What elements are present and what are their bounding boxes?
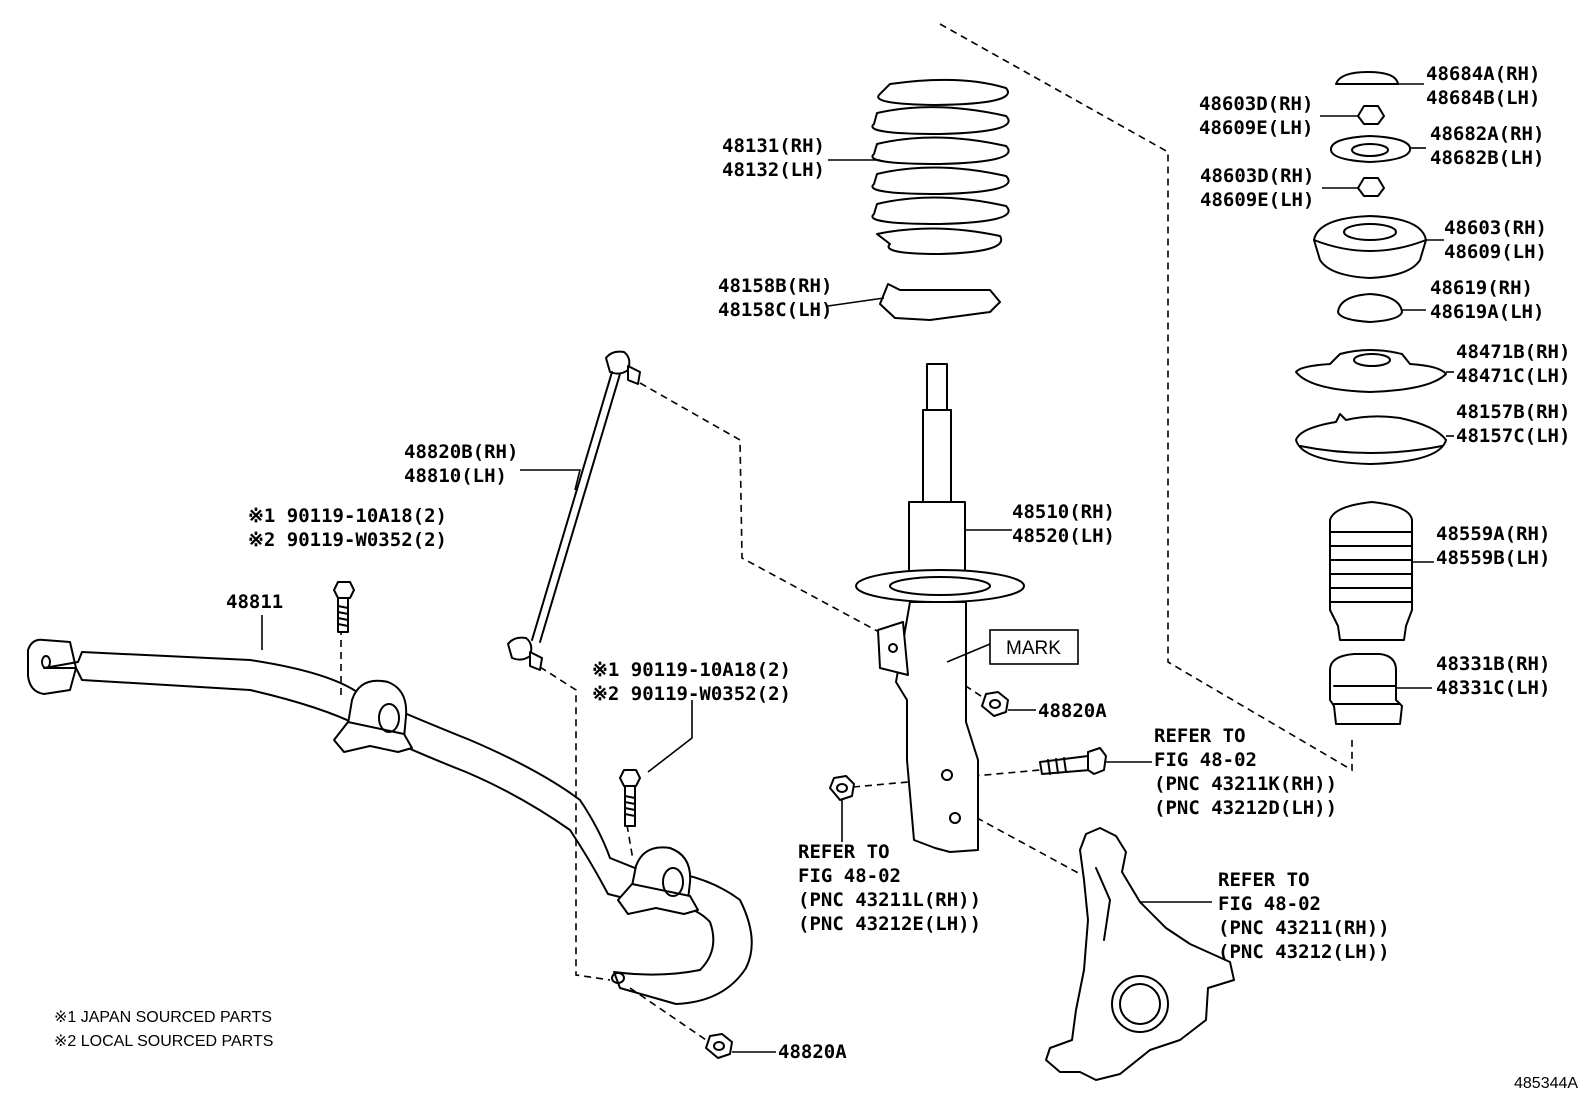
label-48820a-bottom: 48820A — [778, 1041, 847, 1063]
bolt-left — [333, 581, 355, 633]
nut-to-bolt-dash-line — [852, 769, 1041, 788]
strut-spring-seat — [855, 569, 1025, 603]
label-48131: 48131(RH) — [722, 135, 825, 157]
label-48331b: 48331B(RH) — [1436, 653, 1550, 675]
strut-mount-48603 — [1313, 215, 1427, 279]
label-48132: 48132(LH) — [722, 159, 825, 181]
knuckle-ref-line-1: REFER TO — [1218, 869, 1310, 891]
bushing-left — [333, 679, 413, 753]
label-48684b: 48684B(LH) — [1426, 87, 1540, 109]
label-48510: 48510(RH) — [1012, 501, 1115, 523]
sourcing-legend: ※1 JAPAN SOURCED PARTS ※2 LOCAL SOURCED … — [54, 1009, 273, 1050]
label-48157b: 48157B(RH) — [1456, 401, 1570, 423]
bump-stop-48331 — [1329, 653, 1403, 725]
label-48471c: 48471C(LH) — [1456, 365, 1570, 387]
label-bolt-left-japan: ※1 90119-10A18(2) — [248, 505, 447, 527]
stabilizer-link — [507, 350, 641, 671]
mark-label: MARK — [1006, 638, 1061, 659]
nut-ref-line-2: FIG 48-02 — [798, 865, 901, 887]
legend-japan-sourced: ※1 JAPAN SOURCED PARTS — [54, 1009, 272, 1026]
bolt-ref-line-1: REFER TO — [1154, 725, 1246, 747]
mid-bolt-dash-line — [626, 824, 634, 861]
figure-id: 485344A — [1514, 1075, 1578, 1092]
knuckle-ref-line-4: (PNC 43212(LH)) — [1218, 941, 1390, 963]
label-48603: 48603(RH) — [1444, 217, 1547, 239]
label-48810: 48810(LH) — [404, 465, 507, 487]
bolt-mid — [619, 769, 641, 827]
strut-body — [895, 601, 979, 853]
strut-bracket — [877, 621, 909, 676]
coil-spring — [871, 78, 1010, 255]
label-bolt-mid-local: ※2 90119-W0352(2) — [592, 683, 791, 705]
label-48603d-upper-rh: 48603D(RH) — [1199, 93, 1313, 115]
nut-48820a-right — [981, 691, 1009, 717]
label-48619a: 48619A(LH) — [1430, 301, 1544, 323]
label-48684a: 48684A(RH) — [1426, 63, 1540, 85]
nut-48820a-bottom — [705, 1033, 733, 1059]
bolt-ref-line-4: (PNC 43212D(LH)) — [1154, 797, 1337, 819]
label-48157c: 48157C(LH) — [1456, 425, 1570, 447]
legend-local-sourced: ※2 LOCAL SOURCED PARTS — [54, 1033, 273, 1050]
link-to-bar-dash-line — [539, 666, 611, 981]
strut-rod-top — [926, 363, 948, 413]
link-to-strut-dash-line — [639, 382, 906, 647]
strut-stack-dash-line — [939, 23, 1353, 772]
upper-seat-48684 — [1335, 71, 1399, 85]
nut-48603d-upper — [1357, 105, 1385, 125]
nut-ref-line-1: REFER TO — [798, 841, 890, 863]
label-48682a: 48682A(RH) — [1430, 123, 1544, 145]
mark-callout: MARK — [946, 629, 1079, 665]
spring-insulator — [879, 283, 1001, 321]
label-48520: 48520(LH) — [1012, 525, 1115, 547]
bar-to-nut-dash-line — [629, 987, 713, 1045]
nut-48603d-lower — [1357, 177, 1385, 197]
steering-knuckle — [1045, 827, 1235, 1081]
label-48682b: 48682B(LH) — [1430, 147, 1544, 169]
bolt-ref-line-3: (PNC 43211K(RH)) — [1154, 773, 1337, 795]
label-bolt-left-local: ※2 90119-W0352(2) — [248, 529, 447, 551]
label-bolt-mid-japan: ※1 90119-10A18(2) — [592, 659, 791, 681]
label-48820b: 48820B(RH) — [404, 441, 518, 463]
knuckle-ref-line-2: FIG 48-02 — [1218, 893, 1321, 915]
label-48609-lh: 48609(LH) — [1444, 241, 1547, 263]
spring-seat-48471 — [1295, 349, 1447, 393]
assembly-dash-lines — [340, 23, 1353, 1045]
label-48331c: 48331C(LH) — [1436, 677, 1550, 699]
label-48619: 48619(RH) — [1430, 277, 1533, 299]
knuckle-ref-line-3: (PNC 43211(RH)) — [1218, 917, 1390, 939]
strut-rod — [922, 409, 952, 505]
label-48603d-lower-rh: 48603D(RH) — [1200, 165, 1314, 187]
label-48811: 48811 — [226, 591, 283, 613]
bearing-48682 — [1330, 135, 1412, 163]
leader-lines — [261, 83, 1454, 1053]
strut-nut — [829, 775, 855, 801]
label-48559a: 48559A(RH) — [1436, 523, 1550, 545]
bushing-mid — [617, 846, 699, 915]
strut-assembly — [855, 363, 1025, 853]
part-labels: 48684A(RH) 48684B(LH) 48603D(RH) 48609E(… — [226, 63, 1570, 1063]
label-48609e-upper-lh: 48609E(LH) — [1199, 117, 1313, 139]
bolt-ref-line-2: FIG 48-02 — [1154, 749, 1257, 771]
nut-ref-line-3: (PNC 43211L(RH)) — [798, 889, 981, 911]
label-48471b: 48471B(RH) — [1456, 341, 1570, 363]
nut-ref-line-4: (PNC 43212E(LH)) — [798, 913, 981, 935]
reference-notes: REFER TO FIG 48-02 (PNC 43211K(RH)) (PNC… — [798, 725, 1390, 963]
boot-48559 — [1329, 501, 1413, 641]
bump-48619 — [1337, 293, 1403, 323]
label-48158c: 48158C(LH) — [718, 299, 832, 321]
label-48820a-right: 48820A — [1038, 700, 1107, 722]
upper-seat — [1335, 71, 1399, 85]
label-48158b: 48158B(RH) — [718, 275, 832, 297]
insulator-48157 — [1295, 413, 1447, 465]
strut-bolt — [1039, 747, 1107, 775]
strut-to-knuckle-dash-line — [965, 811, 1083, 876]
label-48609e-lower-lh: 48609E(LH) — [1200, 189, 1314, 211]
label-48559b: 48559B(LH) — [1436, 547, 1550, 569]
